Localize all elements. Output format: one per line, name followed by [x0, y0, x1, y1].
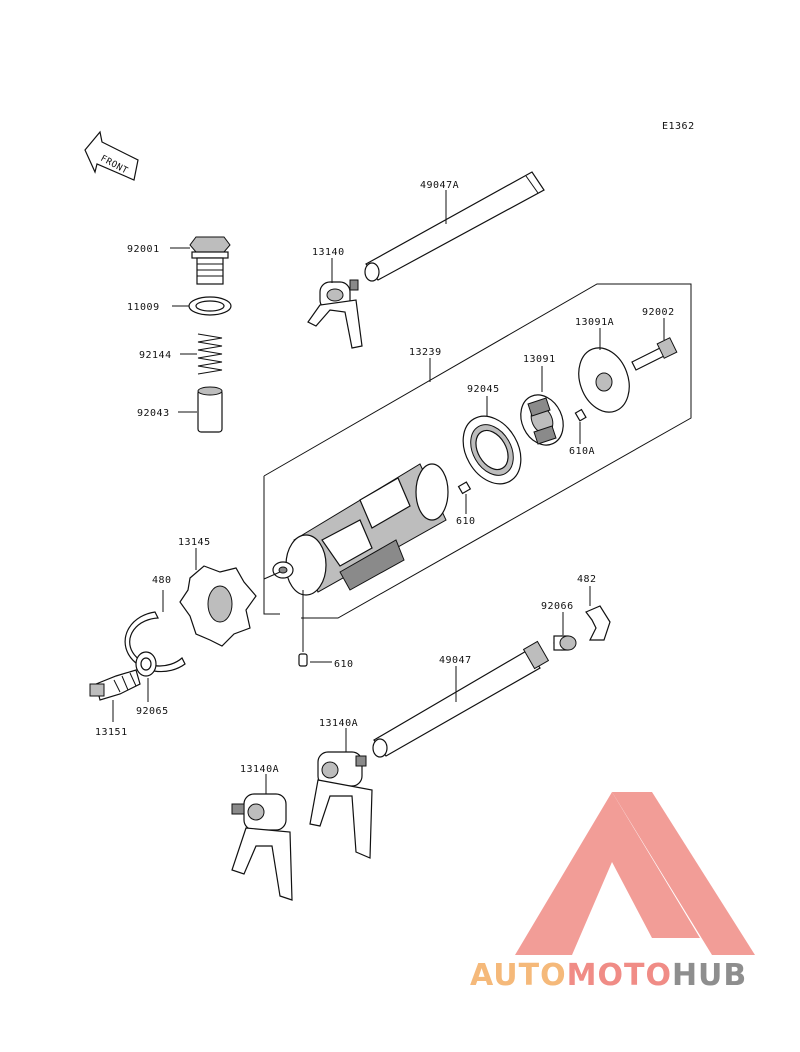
label-92045: 92045	[467, 384, 500, 395]
plug-bolt-92001	[189, 236, 231, 285]
shaft-49047	[372, 640, 550, 758]
diagram-code: E1362	[662, 121, 695, 132]
label-13151: 13151	[95, 727, 128, 738]
label-610a: 610A	[569, 446, 595, 457]
label-480: 480	[152, 575, 172, 586]
front-arrow-icon: FRONT	[84, 130, 139, 181]
shift-drum	[272, 463, 449, 596]
circlip-480	[124, 611, 186, 673]
label-13140a-left: 13140A	[240, 764, 279, 775]
label-13145: 13145	[178, 537, 211, 548]
label-92002: 92002	[642, 307, 675, 318]
shift-fork-13140a-right	[309, 751, 373, 859]
label-610-mid: 610	[456, 516, 476, 527]
label-13140-top: 13140	[312, 247, 345, 258]
wordmark-auto: AUTO	[470, 958, 567, 993]
neutral-switch-13151	[89, 669, 141, 701]
label-92066: 92066	[541, 601, 574, 612]
plate-13091a	[578, 347, 630, 413]
label-482: 482	[577, 574, 597, 585]
pin-92043	[197, 386, 223, 433]
label-13140a-right: 13140A	[319, 718, 358, 729]
collar-92066	[553, 635, 577, 651]
drum-assembly-frame	[263, 283, 692, 619]
pin-610-mid	[457, 481, 472, 495]
bolt-92002	[631, 337, 678, 371]
clip-482	[585, 605, 611, 641]
bearing-92045	[462, 415, 522, 485]
wordmark-hub: HUB	[671, 958, 748, 993]
spring-92144	[197, 333, 223, 375]
shift-fork-13140	[307, 279, 363, 349]
wordmark-moto: MOTO	[566, 958, 672, 993]
label-13239: 13239	[409, 347, 442, 358]
shift-fork-13140a-left	[231, 793, 293, 901]
pin-610a	[574, 408, 587, 422]
label-49047a: 49047A	[420, 180, 459, 191]
automotohub-wordmark: AUTOMOTOHUB	[470, 958, 790, 1002]
shaft-49047a	[364, 171, 545, 282]
label-92001: 92001	[127, 244, 160, 255]
label-610-low: 610	[334, 659, 354, 670]
label-92065: 92065	[136, 706, 169, 717]
label-92144: 92144	[139, 350, 172, 361]
label-49047: 49047	[439, 655, 472, 666]
label-11009: 11009	[127, 302, 160, 313]
label-92043: 92043	[137, 408, 170, 419]
automotohub-logo-mark	[515, 792, 755, 955]
label-13091a: 13091A	[575, 317, 614, 328]
star-plate-13145	[179, 565, 257, 647]
label-13091: 13091	[523, 354, 556, 365]
cam-13091	[520, 394, 564, 446]
pin-610-low	[298, 653, 308, 667]
